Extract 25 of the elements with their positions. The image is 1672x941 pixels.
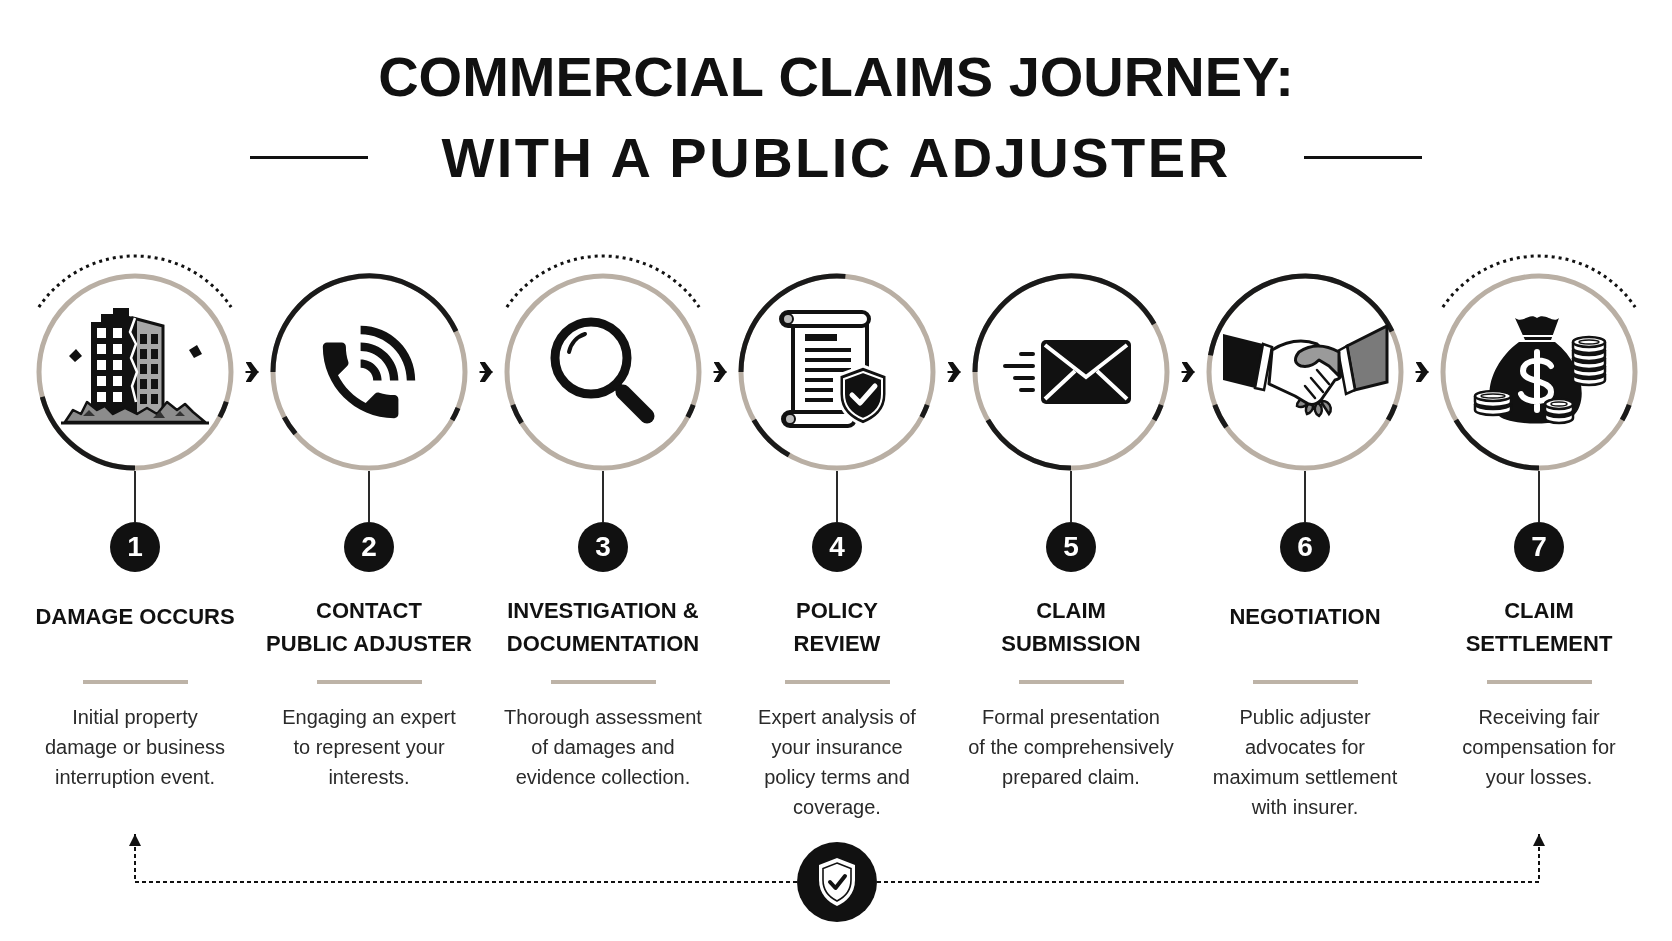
- step-description: Thorough assessment of damages and evidence collection.: [503, 705, 703, 790]
- step-title: CLAIM SETTLEMENT: [1464, 597, 1614, 658]
- step-title: NEGOTIATION: [1228, 603, 1382, 631]
- step-title: DAMAGE OCCURS: [34, 603, 236, 631]
- step-number: 6: [1280, 522, 1330, 572]
- step-description: Public adjuster advocates for maximum settlement with insurer.: [1211, 705, 1399, 820]
- shield-check-icon: [797, 842, 877, 922]
- step-number: 7: [1514, 522, 1564, 572]
- step-number: 3: [578, 522, 628, 572]
- step-title: INVESTIGATION & DOCUMENTATION: [505, 597, 701, 658]
- step-description: Expert analysis of your insurance policy terms and coverage.: [757, 705, 917, 820]
- step-number: 1: [110, 522, 160, 572]
- step-description: Receiving fair compensation for your losses.: [1461, 705, 1617, 790]
- step-description: Engaging an expert to represent your interests.: [281, 705, 457, 790]
- dashed-arrow: [129, 833, 798, 883]
- step-number: 2: [344, 522, 394, 572]
- step-description: Initial property damage or business interruption event.: [43, 705, 227, 790]
- step-description: Formal presentation of the comprehensively prepared claim.: [967, 705, 1175, 790]
- title: COMMERCIAL CLAIMS JOURNEY: WITH A PUBLIC ADJUSTER: [378, 44, 1294, 191]
- dashed-arrow: [876, 833, 1545, 883]
- step-title: CONTACT PUBLIC ADJUSTER: [265, 597, 473, 658]
- step-number: 4: [812, 522, 862, 572]
- step-title: POLICY REVIEW: [792, 597, 882, 658]
- step-number: 5: [1046, 522, 1096, 572]
- step-title: CLAIM SUBMISSION: [1000, 597, 1142, 658]
